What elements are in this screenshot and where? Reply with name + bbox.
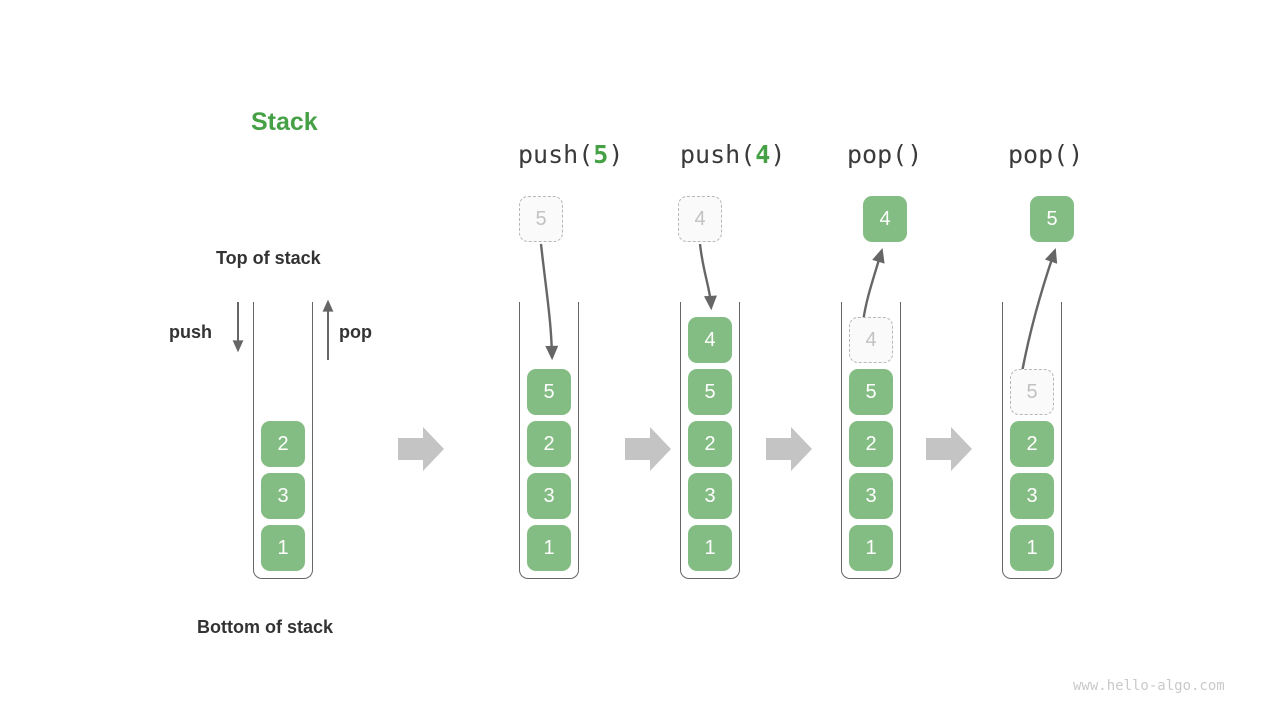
operation-label-push-4: push(4)	[680, 140, 785, 169]
stack-cell: 1	[527, 525, 571, 571]
stack-cell: 5	[849, 369, 893, 415]
step-arrow-1-icon	[398, 427, 444, 471]
stack-cell: 3	[261, 473, 305, 519]
stack-container	[1002, 302, 1062, 579]
op-prefix: pop(	[1008, 140, 1069, 169]
pop-label: pop	[339, 322, 372, 342]
operation-label-pop-1: pop()	[847, 140, 922, 169]
stack-cell: 2	[527, 421, 571, 467]
stack-cell: 2	[1010, 421, 1054, 467]
stack-container	[519, 302, 579, 579]
push-4-flow-arrow-icon	[698, 243, 717, 311]
floating-popped-cell: 5	[1030, 196, 1074, 242]
floating-ghost-cell: 4	[678, 196, 722, 242]
stack-cell: 2	[688, 421, 732, 467]
op-suffix: )	[907, 140, 923, 169]
step-arrow-3-icon	[766, 427, 812, 471]
stack-cell: 4	[688, 317, 732, 363]
stack-container	[680, 302, 740, 579]
top-of-stack-label: Top of stack	[216, 248, 321, 268]
stack-cell: 2	[261, 421, 305, 467]
stack-cell: 3	[688, 473, 732, 519]
step-arrow-4-icon	[926, 427, 972, 471]
op-prefix: pop(	[847, 140, 908, 169]
stack-cell: 5	[527, 369, 571, 415]
stack-cell: 2	[849, 421, 893, 467]
op-arg: 4	[755, 140, 771, 169]
stack-cell: 5	[688, 369, 732, 415]
step-arrow-2-icon	[625, 427, 671, 471]
stack-panel-initial: 2 3 1	[253, 302, 313, 579]
op-prefix: push(	[518, 140, 594, 169]
op-prefix: push(	[680, 140, 756, 169]
stack-ghost-cell: 5	[1010, 369, 1054, 415]
stack-panel-pop-2: 5 2 3 1	[1002, 302, 1062, 579]
watermark: www.hello-algo.com	[1073, 678, 1225, 694]
stack-container	[253, 302, 313, 579]
floating-popped-cell: 4	[863, 196, 907, 242]
op-arg: 5	[593, 140, 609, 169]
floating-ghost-cell: 5	[519, 196, 563, 242]
stack-cell: 1	[688, 525, 732, 571]
push-label: push	[169, 322, 212, 342]
bottom-of-stack-label: Bottom of stack	[197, 617, 334, 637]
stack-panel-pop-1: 4 5 2 3 1	[841, 302, 901, 579]
stack-cell: 3	[1010, 473, 1054, 519]
operation-label-push-5: push(5)	[518, 140, 623, 169]
stack-panel-push-4: 4 5 2 3 1	[680, 302, 740, 579]
stack-container	[841, 302, 901, 579]
stack-cell: 3	[527, 473, 571, 519]
op-suffix: )	[1068, 140, 1084, 169]
page-title: Stack	[251, 108, 318, 136]
stack-panel-push-5: 5 2 3 1	[519, 302, 579, 579]
stack-ghost-cell: 4	[849, 317, 893, 363]
operation-label-pop-2: pop()	[1008, 140, 1083, 169]
op-suffix: )	[770, 140, 786, 169]
stack-cell: 1	[1010, 525, 1054, 571]
stack-cell: 3	[849, 473, 893, 519]
stack-cell: 1	[849, 525, 893, 571]
op-suffix: )	[608, 140, 624, 169]
stack-cell: 1	[261, 525, 305, 571]
